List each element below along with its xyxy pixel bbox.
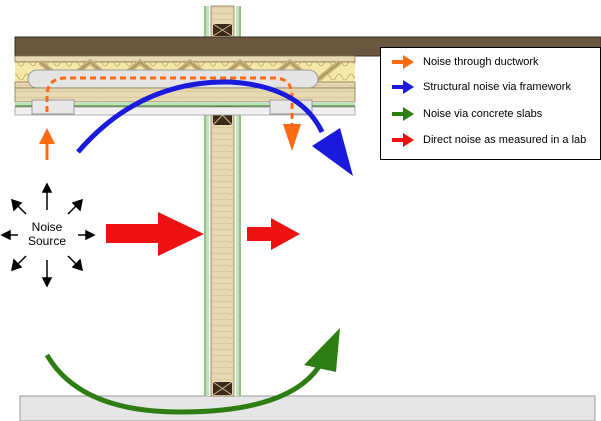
direct-noise-path	[106, 212, 300, 256]
legend-item-ductwork: Noise through ductwork	[389, 54, 599, 70]
noise-source-label-line2: Source	[27, 234, 67, 248]
noise-source-icon	[0, 182, 96, 288]
noise-source-label-line1: Noise	[31, 220, 63, 234]
slab-noise-path	[44, 328, 340, 415]
legend-label-structural: Structural noise via framework	[423, 81, 571, 93]
floor-ceiling-assembly	[14, 36, 601, 116]
legend-item-slabs: Noise via concrete slabs	[389, 106, 599, 122]
red-arrow-icon	[392, 133, 414, 147]
ductwork-noise-path	[39, 76, 301, 160]
legend-item-direct: Direct noise as measured in a lab	[389, 132, 599, 148]
orange-arrow-icon	[392, 55, 414, 69]
legend-label-direct: Direct noise as measured in a lab	[423, 134, 587, 146]
blue-arrow-icon	[392, 80, 414, 94]
noise-source-label: Noise Source	[16, 220, 78, 248]
legend: Noise through ductwork Structural noise …	[380, 47, 601, 160]
legend-item-structural: Structural noise via framework	[389, 79, 599, 95]
legend-label-ductwork: Noise through ductwork	[423, 56, 539, 68]
legend-label-slabs: Noise via concrete slabs	[423, 108, 543, 120]
floor-slab	[19, 395, 596, 421]
green-arrow-icon	[392, 107, 414, 121]
structural-noise-path	[76, 79, 353, 176]
